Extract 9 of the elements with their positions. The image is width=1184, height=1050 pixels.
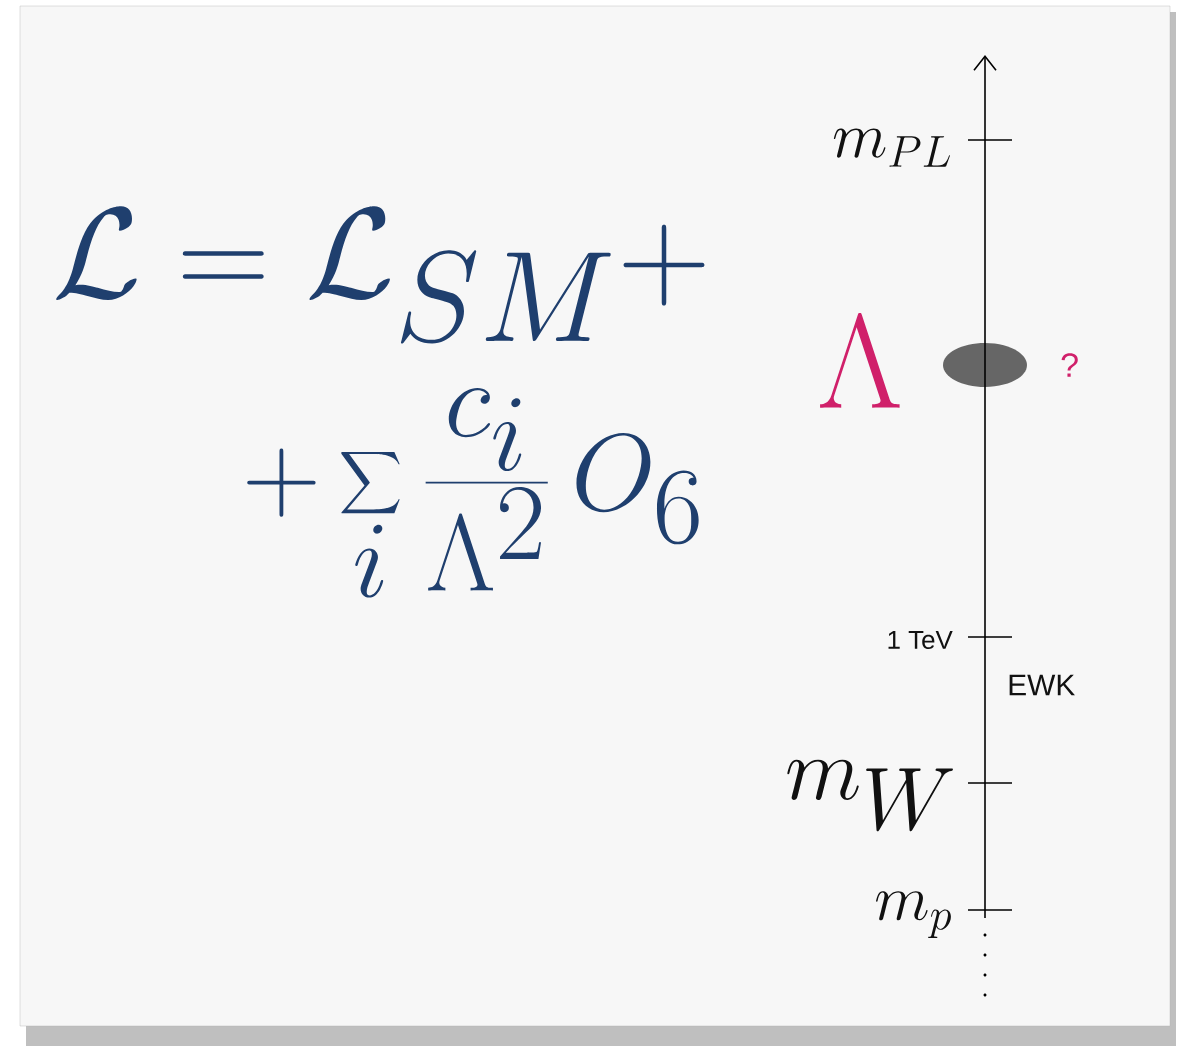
formula: $m_p$ <box>876 891 951 939</box>
formula: $+\sum_i \frac{c_i}{\Lambda^2}\,O_6$ <box>247 388 699 598</box>
formula: $\mathcal{L}=\mathcal{L}_{SM}+$ <box>56 206 705 344</box>
formula: $m_{PL}$ <box>833 128 950 167</box>
axis-label: 1 TeV <box>888 630 953 650</box>
formula: $\Lambda$ <box>820 313 900 408</box>
axis-label: ? <box>1061 353 1078 377</box>
axis-label: EWK <box>1009 674 1075 696</box>
formula: $m_W$ <box>787 759 953 832</box>
